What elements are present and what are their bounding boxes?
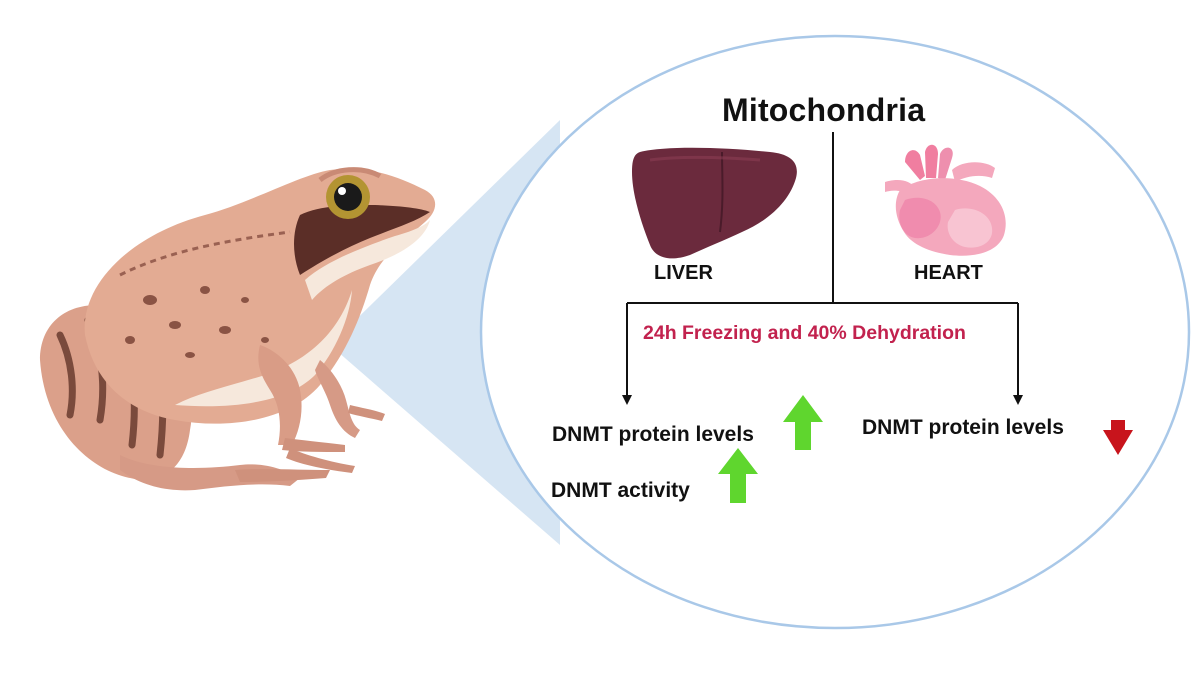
- condition-label: 24h Freezing and 40% Dehydration: [643, 322, 966, 344]
- zoom-callout-wedge: [330, 120, 560, 545]
- liver-dnmt-activity-label: DNMT activity: [551, 479, 690, 502]
- liver-dnmt-protein-label: DNMT protein levels: [552, 423, 754, 446]
- heart-dnmt-protein-label: DNMT protein levels: [862, 416, 1064, 439]
- arrow-up-icon: [783, 395, 823, 450]
- diagram-title: Mitochondria: [722, 92, 926, 128]
- liver-label: LIVER: [654, 262, 713, 284]
- heart-label: HEART: [914, 262, 983, 284]
- wood-frog-illustration: [40, 167, 436, 491]
- arrow-down-icon: [1103, 420, 1133, 455]
- liver-icon: [632, 147, 797, 259]
- hierarchy-connectors: [622, 132, 1023, 405]
- arrow-up-icon: [718, 448, 758, 503]
- heart-icon: [885, 144, 1006, 256]
